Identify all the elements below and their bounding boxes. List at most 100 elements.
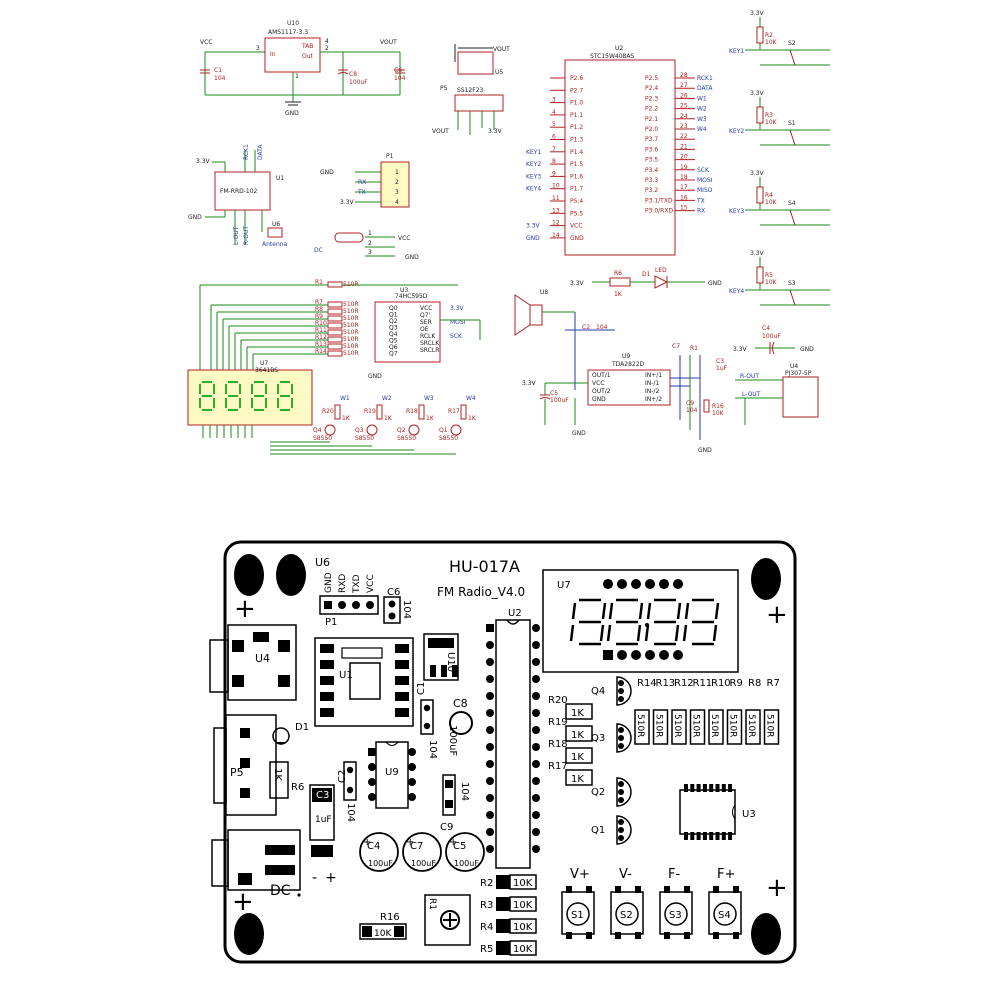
u2-left-pin-name: GND	[570, 235, 584, 242]
seg-res-value: 510R	[654, 714, 664, 737]
seg-res-value: 510R	[672, 714, 682, 737]
button-outline	[610, 891, 644, 935]
u1-net-rout: R-OUT	[243, 226, 250, 245]
key-res-value: 10K	[513, 944, 533, 955]
u2-left-pin-name: P2.6	[570, 75, 583, 82]
p5-3v3: 3.3V	[488, 128, 503, 135]
key-res-label: R5	[480, 944, 493, 955]
u4-ref: U4	[790, 363, 798, 370]
button-outline	[659, 891, 693, 935]
board-subtitle: FM Radio_V4.0	[437, 585, 525, 599]
u10-pin4: 4	[325, 38, 329, 45]
cap-value: 100uF	[411, 859, 436, 868]
u2-right-pin-num: 20	[680, 154, 688, 161]
u3-pin-right: SRCLR	[420, 347, 439, 354]
u8-ref: U8	[540, 289, 548, 296]
u1-net-lout: L-OUT	[233, 226, 240, 245]
amp-gnd2: GND	[698, 447, 712, 454]
c4-ref: C4	[762, 325, 770, 332]
u2-left-pin-num: 4	[552, 109, 556, 116]
header-pin-label: TXD	[352, 574, 362, 594]
header-pin-label: VCC	[366, 574, 376, 593]
seg-res-label: R10	[711, 678, 731, 689]
u2-right-pin-num: 18	[680, 174, 688, 181]
transistor-label: Q1	[591, 825, 605, 836]
button-ref: S2	[620, 910, 633, 921]
r16-value: 10K	[374, 929, 392, 939]
seg-res-label: R8	[748, 678, 761, 689]
cap-value: 100uF	[454, 859, 479, 868]
c8-value: 100uF	[447, 725, 458, 756]
driver-q-ref: Q4	[313, 427, 322, 434]
u3-pin-left: Q7	[389, 351, 398, 358]
seg-res-ref: R14	[315, 348, 327, 355]
transistor-label: Q3	[591, 733, 605, 744]
u3-net: SCK	[450, 333, 463, 340]
key-net: KEY1	[729, 48, 744, 55]
key-net: KEY3	[729, 208, 744, 215]
key-resistor-val: 10K	[765, 39, 778, 46]
u2-left-net: KEY4	[526, 186, 541, 193]
u2-right-net: MOSI	[697, 177, 713, 184]
p1-pin-num: 4	[395, 199, 399, 206]
u2-left-pin-name: P5.4	[570, 198, 583, 205]
key-ref: S4	[788, 200, 796, 207]
u10-part: AMS1117-3.3	[268, 29, 308, 36]
u2-right-pin-num: 17	[680, 184, 688, 191]
u1-net-data: DATA	[257, 144, 264, 160]
u2-left-pin-name: P1.6	[570, 173, 583, 180]
p1-pin-num: 1	[395, 169, 399, 176]
u3-pin-left: Q2	[389, 318, 398, 325]
u2-left-pin-num: 3	[552, 97, 556, 104]
seg-res-value: 510R	[746, 714, 756, 737]
c6-ref: C6	[394, 67, 402, 74]
u1-label: U1	[339, 670, 353, 681]
driver-resistor-val: 1K	[426, 415, 435, 422]
u2-right-pin-num: 25	[680, 103, 688, 110]
seg-res-val: 510R	[343, 336, 359, 343]
seg-res-value: 510R	[709, 714, 719, 737]
seg-res-label: R13	[656, 678, 676, 689]
led-v: 3.3V	[570, 280, 585, 287]
u2-right-pin-num: 22	[680, 133, 688, 140]
button-knob	[615, 902, 639, 926]
u2-right-pin-num: 27	[680, 82, 688, 89]
button-caption: F+	[717, 867, 735, 882]
p1-net: TX	[357, 189, 366, 196]
cap-plus: +	[363, 837, 371, 848]
u10-pin-tab: TAB	[301, 43, 313, 50]
u2-left-pin-num: 8	[552, 158, 556, 165]
u4-label: U4	[255, 652, 270, 665]
p1-net: GND	[320, 169, 334, 176]
driver-q-part: S8550	[439, 435, 458, 442]
c1-label: C1	[416, 682, 427, 695]
u2-right-net: W2	[697, 106, 707, 113]
jack-section: 3.3V C4 100uF GND U4 PJ307-5P R-OUT L-OU…	[733, 325, 819, 425]
u2-right-net: TX	[696, 197, 705, 204]
c4-v: 3.3V	[733, 346, 748, 353]
u2-left-pin-name: P1.3	[570, 137, 583, 144]
key-vcc: 3.3V	[750, 250, 765, 257]
u4-part: PJ307-5P	[785, 370, 812, 377]
key-vcc: 3.3V	[750, 90, 765, 97]
u10-pin2: 2	[325, 45, 329, 52]
u2-left-pin-name: P5.5	[570, 210, 583, 217]
u2-left-pin-name: VCC	[570, 223, 582, 230]
u3-pin-left: Q6	[389, 344, 398, 351]
d1-ref: D1	[642, 271, 651, 278]
r16-val: 10K	[712, 410, 725, 417]
p5-label: P5	[230, 766, 244, 779]
p5-vout: VOUT	[432, 128, 449, 135]
u2-left-pin-num: 14	[552, 232, 560, 239]
seg-res-ref: R12	[315, 334, 327, 341]
u2-right-net: W1	[697, 95, 707, 102]
key-res-label: R4	[480, 922, 493, 933]
c5-val: 100uF	[550, 397, 569, 404]
u9-label: U9	[385, 767, 399, 778]
u9-ref: U9	[622, 353, 630, 360]
driver-net: W2	[382, 395, 392, 402]
key-ref: S1	[788, 120, 796, 127]
u3-pin-left: Q5	[389, 338, 398, 345]
u2-left-pin-name: P1.2	[570, 124, 583, 131]
